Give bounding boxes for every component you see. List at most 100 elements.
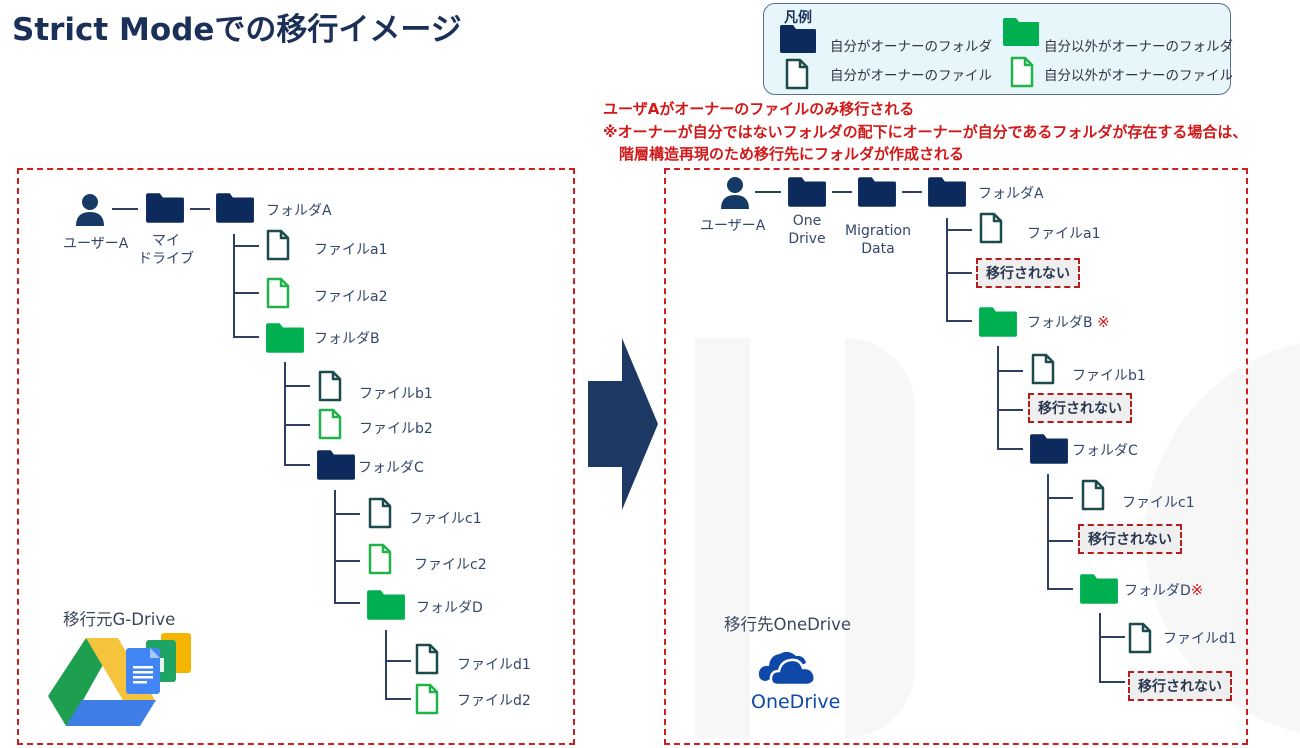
tree-line (233, 336, 259, 338)
legend-title: 凡例 (784, 10, 812, 26)
folder-icon (1029, 433, 1069, 465)
file-icon (368, 543, 392, 575)
folder-icon (316, 449, 356, 481)
file-label: ファイルc2 (414, 557, 487, 573)
file-label: ファイルa1 (314, 242, 388, 258)
google-drive-logo-icon (46, 630, 196, 734)
connector-line (190, 208, 210, 210)
folder-label: フォルダA (978, 186, 1044, 202)
folder-label: フォルダA (266, 203, 332, 219)
onedrive-folder-label-line-1: One (792, 213, 822, 229)
tree-line (997, 346, 999, 450)
folder-icon (215, 192, 255, 224)
folder-label: フォルダC (358, 460, 424, 476)
folder-icon (779, 24, 817, 58)
file-icon (318, 370, 342, 402)
file-icon (266, 229, 290, 261)
tree-line (946, 229, 972, 231)
file-icon (785, 58, 809, 94)
migration-data-label-line-2: Data (861, 241, 895, 257)
file-icon (1081, 479, 1105, 511)
file-label: ファイルc1 (1122, 495, 1195, 511)
tree-line (284, 385, 310, 387)
tree-line (284, 464, 310, 466)
migration-data-label-line-1: Migration (844, 223, 911, 239)
folder-icon (978, 306, 1018, 338)
file-label: ファイルd2 (457, 693, 531, 709)
tree-line (233, 234, 235, 338)
tree-line (997, 448, 1023, 450)
user-icon (74, 193, 106, 227)
folder-label: フォルダC (1072, 443, 1138, 459)
page-title: Strict Modeでの移行イメージ (12, 12, 462, 48)
watermark-shape (695, 338, 750, 738)
note-mark: ※ (1190, 581, 1204, 599)
tree-line (1047, 474, 1049, 590)
connector-line (112, 208, 138, 210)
onedrive-logo-text: OneDrive (751, 691, 841, 713)
file-label: ファイルc1 (409, 511, 482, 527)
tree-line (1047, 497, 1073, 499)
not-migrated-badge: 移行されない (1128, 671, 1232, 701)
file-icon (1128, 622, 1152, 654)
file-icon (1031, 353, 1055, 385)
user-label: ユーザーA (700, 218, 766, 234)
note-mark: ※ (1097, 313, 1110, 331)
migration-data-label: Migration Data (837, 222, 919, 258)
source-panel (17, 168, 575, 745)
tree-line (284, 424, 310, 426)
file-label: ファイルb2 (359, 421, 433, 437)
file-label: ファイルd1 (1163, 631, 1237, 647)
watermark-shape (845, 338, 915, 738)
folder-icon (145, 192, 185, 224)
onedrive-cloud-icon (758, 645, 818, 691)
note-line-1: ユーザAがオーナーのファイルのみ移行される (603, 100, 915, 118)
tree-line (946, 272, 972, 274)
not-migrated-badge: 移行されない (1078, 524, 1182, 554)
note-line-2: ※オーナーが自分ではないフォルダの配下にオーナーが自分であるフォルダが存在する場… (603, 123, 1248, 141)
tree-line (385, 698, 411, 700)
file-icon (368, 497, 392, 529)
mydrive-label-line-2: ドライブ (138, 251, 194, 267)
tree-line (334, 560, 360, 562)
file-label: ファイルb1 (1072, 368, 1146, 384)
tree-line (233, 245, 259, 247)
tree-line (1099, 681, 1125, 683)
folder-icon (1002, 17, 1040, 51)
folder-label: フォルダB ※ (1027, 312, 1110, 332)
tree-line (385, 630, 387, 700)
tree-line (997, 409, 1023, 411)
tree-line (946, 218, 948, 322)
tree-line (946, 320, 972, 322)
folder-label-text: フォルダB (1027, 315, 1093, 331)
destination-caption: 移行先OneDrive (724, 615, 852, 634)
note-line-3: 階層構造再現のため移行先にフォルダが作成される (619, 145, 965, 163)
not-migrated-badge: 移行されない (976, 258, 1080, 288)
file-icon (979, 212, 1003, 244)
user-label: ユーザーA (63, 236, 129, 252)
connector-line (832, 191, 852, 193)
not-migrated-badge: 移行されない (1028, 393, 1132, 423)
file-label: ファイルd1 (457, 657, 531, 673)
onedrive-folder-label-line-2: Drive (788, 231, 826, 247)
file-label: ファイルa1 (1027, 226, 1101, 242)
tree-line (334, 490, 336, 604)
tree-line (334, 513, 360, 515)
arrow-icon (588, 338, 660, 514)
connector-line (902, 191, 922, 193)
folder-icon (787, 176, 827, 208)
tree-line (334, 602, 360, 604)
folder-icon (927, 176, 967, 208)
tree-line (1099, 613, 1101, 683)
tree-line (997, 370, 1023, 372)
mydrive-label: マイ ドライブ (136, 232, 196, 268)
file-icon (266, 277, 290, 309)
legend-label-other-file: 自分以外がオーナーのファイル (1044, 68, 1233, 84)
folder-icon (1079, 573, 1119, 605)
folder-icon (857, 176, 897, 208)
legend-label-other-folder: 自分以外がオーナーのフォルダ (1044, 39, 1233, 55)
tree-line (1047, 540, 1073, 542)
folder-label: フォルダD※ (1124, 580, 1203, 600)
folder-icon (366, 589, 406, 621)
file-icon (415, 643, 439, 675)
